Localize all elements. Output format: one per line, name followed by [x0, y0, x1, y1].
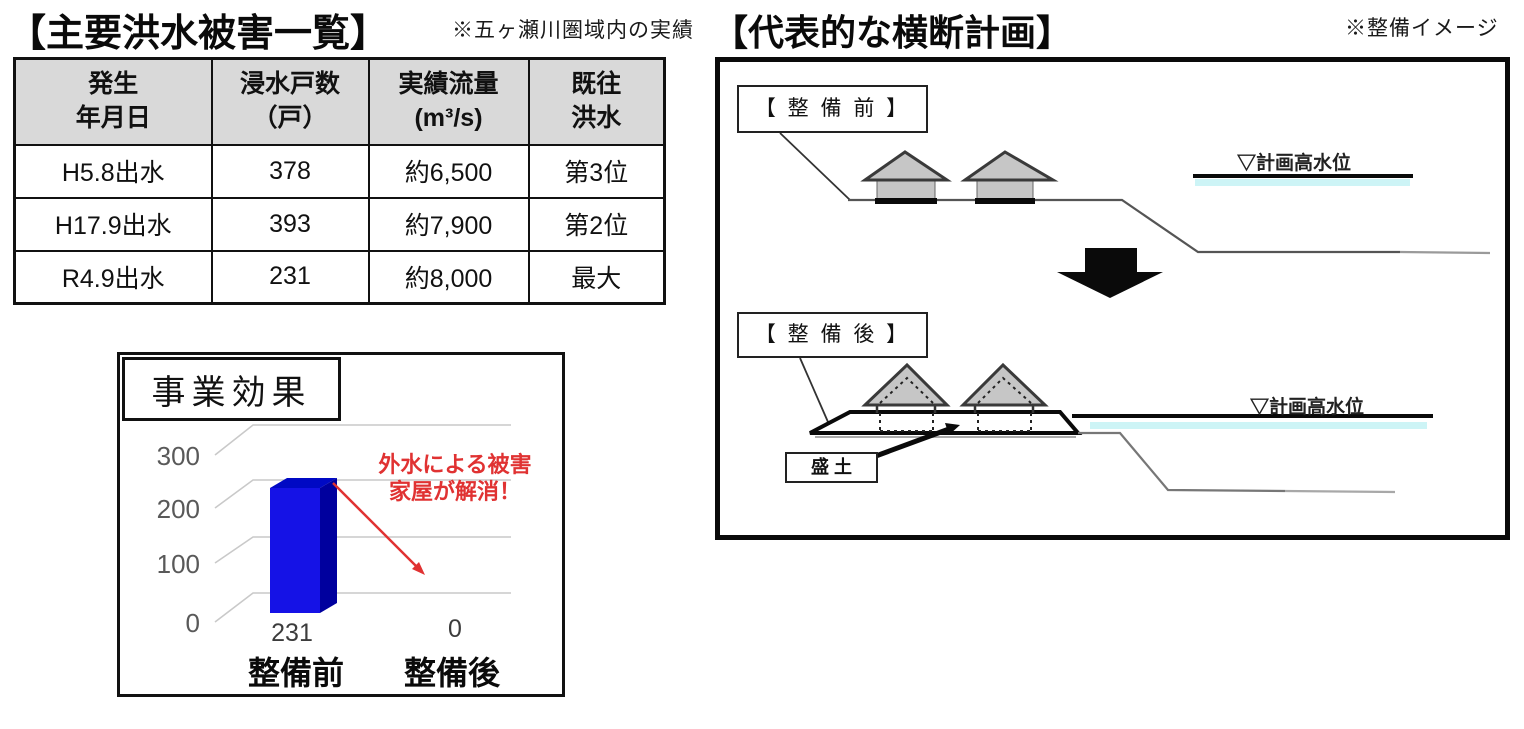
cell-event: H5.8出水	[13, 143, 213, 199]
cell-rank: 第3位	[527, 143, 666, 199]
annotation-arrow-icon	[332, 482, 425, 575]
y-tick-200: 200	[156, 494, 200, 524]
before-ground-line	[848, 198, 1491, 255]
cross-section-note: ※整備イメージ	[1345, 16, 1499, 40]
chart-gridlines	[214, 424, 511, 623]
before-label-box: 【 整 備 前 】	[737, 85, 928, 133]
y-tick-100: 100	[156, 549, 200, 579]
bar-value-after: 0	[448, 615, 462, 643]
chart-title: 事業効果	[151, 373, 312, 412]
flood-table-header-row: 発生年月日 浸水戸数（戸） 実績流量(m³/s) 既往洪水	[13, 57, 666, 146]
water-level-line-after	[1072, 414, 1433, 429]
cell-houses: 378	[210, 143, 370, 199]
bar-before-3d	[270, 478, 337, 613]
raised-house-icon	[959, 362, 1049, 432]
transition-down-arrow-icon	[1057, 248, 1163, 298]
category-label-after: 整備後	[403, 655, 500, 691]
cell-rank: 第2位	[527, 196, 666, 252]
flood-list-note: ※五ヶ瀬川圏域内の実績	[452, 18, 694, 42]
flood-table: 発生年月日 浸水戸数（戸） 実績流量(m³/s) 既往洪水 H5.8出水 378…	[13, 57, 666, 305]
water-level-line-before	[1193, 174, 1413, 186]
house-icon	[860, 150, 952, 204]
cell-houses: 231	[210, 249, 370, 305]
water-level-label-after: ▽計画高水位	[1250, 397, 1365, 418]
after-ground-line	[1078, 431, 1396, 494]
raised-house-icon	[861, 362, 951, 432]
after-leader-line	[799, 357, 829, 423]
table-row: H5.8出水 378 約6,500 第3位	[13, 143, 666, 199]
after-label-box: 【 整 備 後 】	[737, 312, 928, 358]
category-label-before: 整備前	[247, 655, 344, 691]
effect-chart-box: 事業効果 300 200 100 0	[117, 352, 565, 697]
y-tick-300: 300	[156, 441, 200, 471]
before-leader-line	[779, 132, 851, 201]
annotation-line2: 家屋が解消！	[388, 479, 521, 504]
cross-section-title: 【代表的な横断計画】	[712, 12, 1073, 53]
diagram-canvas	[779, 132, 1491, 494]
embankment-label-box: 盛 土	[785, 452, 878, 483]
cell-rank: 最大	[527, 249, 666, 305]
cell-houses: 393	[210, 196, 370, 252]
cell-event: H17.9出水	[13, 196, 213, 252]
cell-flow: 約7,900	[367, 196, 530, 252]
table-row: R4.9出水 231 約8,000 最大	[13, 249, 666, 305]
col-header-past-flood: 既往洪水	[527, 57, 666, 146]
chart-annotation: 外水による被害 家屋が解消！	[360, 451, 550, 505]
embankment-pointer-arrow-icon	[864, 423, 960, 463]
table-row: H17.9出水 393 約7,900 第2位	[13, 196, 666, 252]
col-header-date: 発生年月日	[13, 57, 213, 146]
cell-flow: 約6,500	[367, 143, 530, 199]
cross-section-diagram: 【 整 備 前 】 【 整 備 後 】 ▽計画高水位 ▽計画高水位 盛 土	[715, 57, 1510, 540]
annotation-line1: 外水による被害	[378, 452, 532, 477]
cell-event: R4.9出水	[13, 249, 213, 305]
col-header-flow: 実績流量(m³/s)	[367, 57, 530, 146]
chart-title-box: 事業効果	[122, 357, 341, 421]
flood-list-title: 【主要洪水被害一覧】	[8, 13, 389, 55]
water-level-label-before: ▽計画高水位	[1237, 153, 1352, 174]
cell-flow: 約8,000	[367, 249, 530, 305]
col-header-flooded-houses: 浸水戸数（戸）	[210, 57, 370, 146]
bar-value-before: 231	[271, 619, 313, 647]
bar-chart-canvas	[214, 424, 511, 623]
y-tick-0: 0	[185, 608, 200, 638]
house-icon	[960, 150, 1059, 204]
